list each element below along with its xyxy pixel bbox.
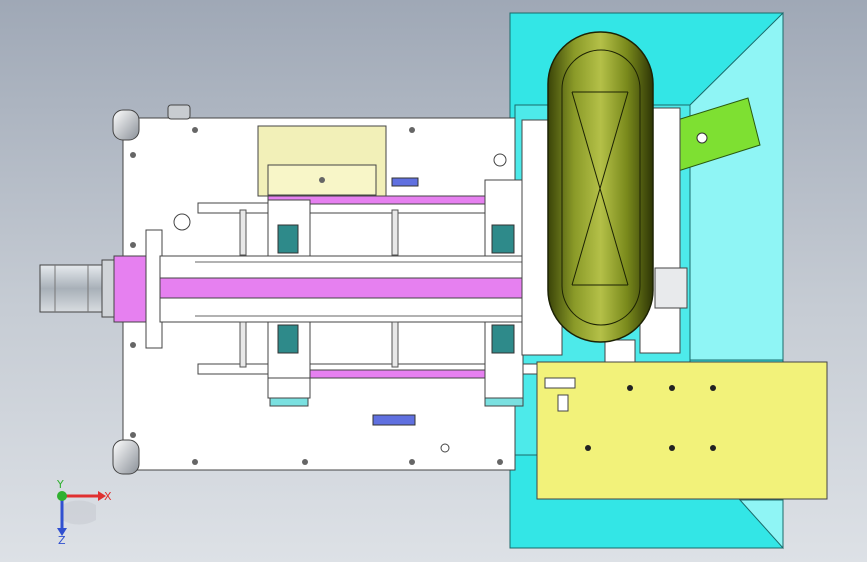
drum-roller xyxy=(547,31,654,343)
yellow-plate xyxy=(536,361,828,500)
upper-linear-guide xyxy=(197,179,524,257)
drive-motor xyxy=(39,229,163,349)
central-rail xyxy=(159,255,561,323)
caster-top xyxy=(112,104,191,141)
x-axis-label: X xyxy=(104,490,112,503)
y-axis-dot xyxy=(57,491,67,501)
y-axis-label: Y xyxy=(56,478,64,491)
coordinate-triad: X Y Z xyxy=(56,478,112,547)
lower-linear-guide xyxy=(197,321,599,426)
z-axis-label: Z xyxy=(58,534,66,547)
top-fixture-box xyxy=(257,125,419,197)
caster-bottom xyxy=(112,439,140,475)
